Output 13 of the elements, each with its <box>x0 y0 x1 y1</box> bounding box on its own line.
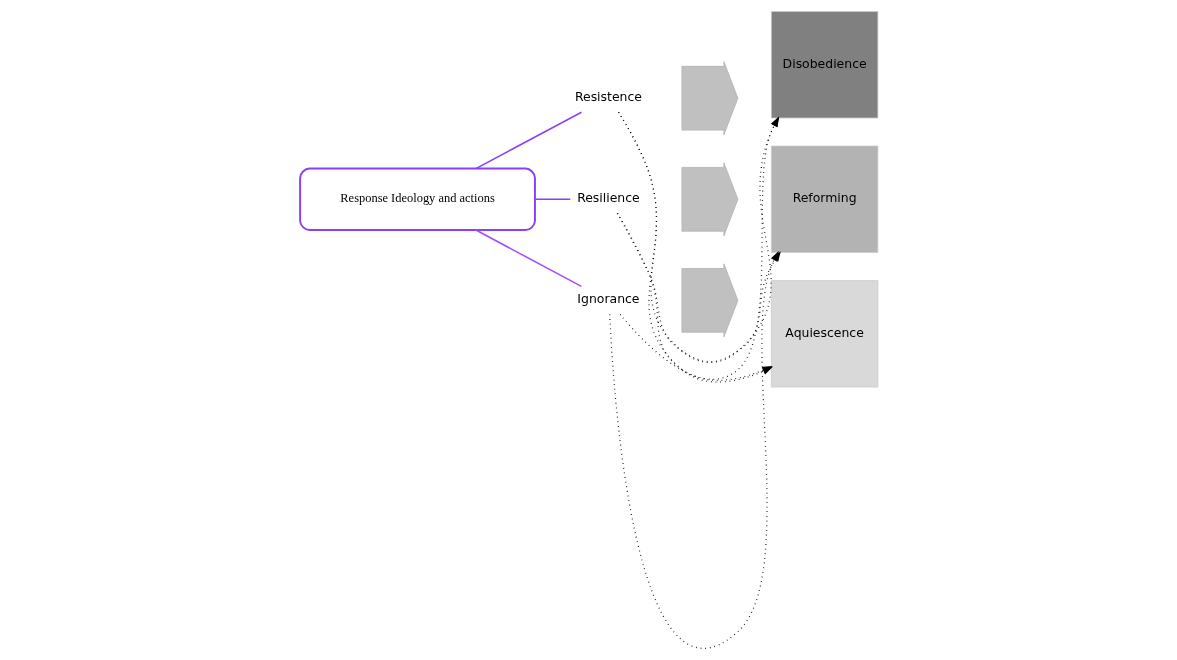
node-text: Resistence <box>574 89 642 105</box>
node-arrow <box>681 162 738 237</box>
node-box: Disobedience <box>770 11 878 119</box>
node-box: Reforming <box>770 145 878 253</box>
node-box: Aquiescence <box>770 280 878 388</box>
node-arrow <box>681 61 738 136</box>
node-text: Ignorance <box>576 291 640 307</box>
connector <box>533 198 571 201</box>
node-text: Resilience <box>576 190 640 206</box>
node-box: Response Ideology and actions <box>298 167 536 231</box>
connector <box>474 229 582 288</box>
connector <box>474 111 582 170</box>
node-arrow <box>681 263 738 338</box>
